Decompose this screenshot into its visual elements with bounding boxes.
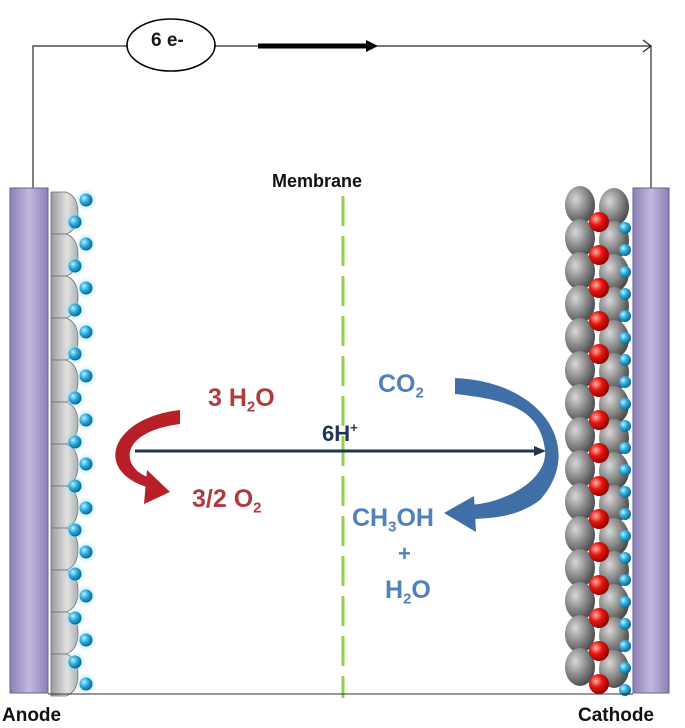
cathode-ion (619, 508, 631, 520)
cathode-ion (619, 310, 631, 322)
cathode-ion (619, 596, 631, 608)
cathode-ion (619, 420, 631, 432)
anode-ion (68, 611, 82, 625)
electron-flow-arrow (258, 40, 378, 52)
cathode-red-sphere (589, 575, 609, 595)
cathode-gray-sphere (565, 219, 595, 257)
cathode-red-sphere (589, 344, 609, 364)
cathode-ion (619, 376, 631, 388)
cathode-ion (619, 398, 631, 410)
cathode-reaction-arrow (444, 378, 559, 532)
anode-ion (79, 501, 93, 515)
cathode-gray-sphere (565, 285, 595, 323)
anode-ion (79, 369, 93, 383)
anode-ion (68, 215, 82, 229)
anode-ion-layer (64, 189, 97, 695)
anode-ion (79, 325, 93, 339)
cathode-red-sphere (589, 542, 609, 562)
anode-ion (79, 589, 93, 603)
cathode-ion (619, 332, 631, 344)
cathode-gray-sphere (565, 351, 595, 389)
cathode-product-water: H2O (385, 576, 431, 608)
anode-ion (68, 303, 82, 317)
proton-transport-arrow (135, 446, 546, 456)
electron-count-circle (126, 18, 216, 72)
anode-ion (68, 391, 82, 405)
cathode-ion (619, 530, 631, 542)
electron-count-label: 6 e- (151, 30, 184, 51)
cathode-gray-sphere (565, 648, 595, 686)
cathode-red-sphere (589, 212, 609, 232)
anode-label: Anode (2, 705, 62, 726)
cathode-red-sphere (589, 509, 609, 529)
cathode-electrode (632, 187, 670, 694)
cathode-gray-sphere (565, 252, 595, 290)
anode-ion (79, 633, 93, 647)
cathode-label: Cathode (578, 705, 654, 726)
cathode-red-sphere (589, 608, 609, 628)
cathode-red-sphere (589, 311, 609, 331)
anode-ion (79, 237, 93, 251)
cathode-red-sphere (589, 674, 609, 694)
cathode-red-sphere (589, 443, 609, 463)
cathode-red-sphere (589, 641, 609, 661)
anode-electrode (9, 187, 49, 694)
anode-ion (68, 479, 82, 493)
cathode-gray-sphere (565, 615, 595, 653)
cathode-ion (619, 266, 631, 278)
cathode-ion (619, 552, 631, 564)
cathode-ion (619, 640, 631, 652)
cathode-gray-sphere (565, 318, 595, 356)
anode-ion (79, 457, 93, 471)
anode-ion (79, 677, 93, 691)
anode-ion (68, 259, 82, 273)
cathode-gray-sphere (565, 450, 595, 488)
cathode-gray-sphere (565, 582, 595, 620)
proton-label: 6H+ (322, 420, 358, 447)
cathode-gray-sphere (565, 483, 595, 521)
cathode-ion (619, 662, 631, 674)
cathode-red-sphere (589, 377, 609, 397)
cathode-ion (619, 442, 631, 454)
cathode-red-sphere (589, 476, 609, 496)
cathode-ion (619, 222, 631, 234)
anode-ion (79, 545, 93, 559)
anode-product-oxygen: 3/2 O2 (192, 485, 262, 517)
cathode-ion (619, 244, 631, 256)
wire-arrow-head (642, 39, 652, 53)
cathode-gray-sphere (565, 417, 595, 455)
anode-reaction-arrow (115, 410, 180, 504)
cathode-red-sphere (589, 278, 609, 298)
anode-ion (68, 655, 82, 669)
anode-ion (68, 435, 82, 449)
cathode-product-methanol: CH3OH (352, 504, 434, 536)
anode-ion (79, 413, 93, 427)
anode-ion (68, 523, 82, 537)
cathode-reactant-co2: CO2 (378, 370, 424, 402)
anode-ion (68, 347, 82, 361)
cathode-red-sphere (589, 245, 609, 265)
cathode-catalyst-layer (565, 186, 631, 696)
cathode-ion (619, 354, 631, 366)
cathode-gray-sphere (565, 516, 595, 554)
anode-ion (79, 193, 93, 207)
anode-ion (68, 567, 82, 581)
cathode-gray-sphere (565, 384, 595, 422)
anode-ion (79, 281, 93, 295)
membrane-label: Membrane (272, 171, 363, 191)
cathode-gray-sphere (565, 186, 595, 224)
cathode-ion (619, 574, 631, 586)
anode-reactant-water: 3 H2O (208, 384, 275, 416)
cathode-ion (619, 464, 631, 476)
cathode-gray-sphere (565, 549, 595, 587)
cathode-ion (619, 486, 631, 498)
cathode-ion (619, 288, 631, 300)
cathode-ion (619, 684, 631, 696)
cathode-red-sphere (589, 410, 609, 430)
cathode-ion (619, 618, 631, 630)
cathode-product-plus: + (398, 541, 411, 566)
